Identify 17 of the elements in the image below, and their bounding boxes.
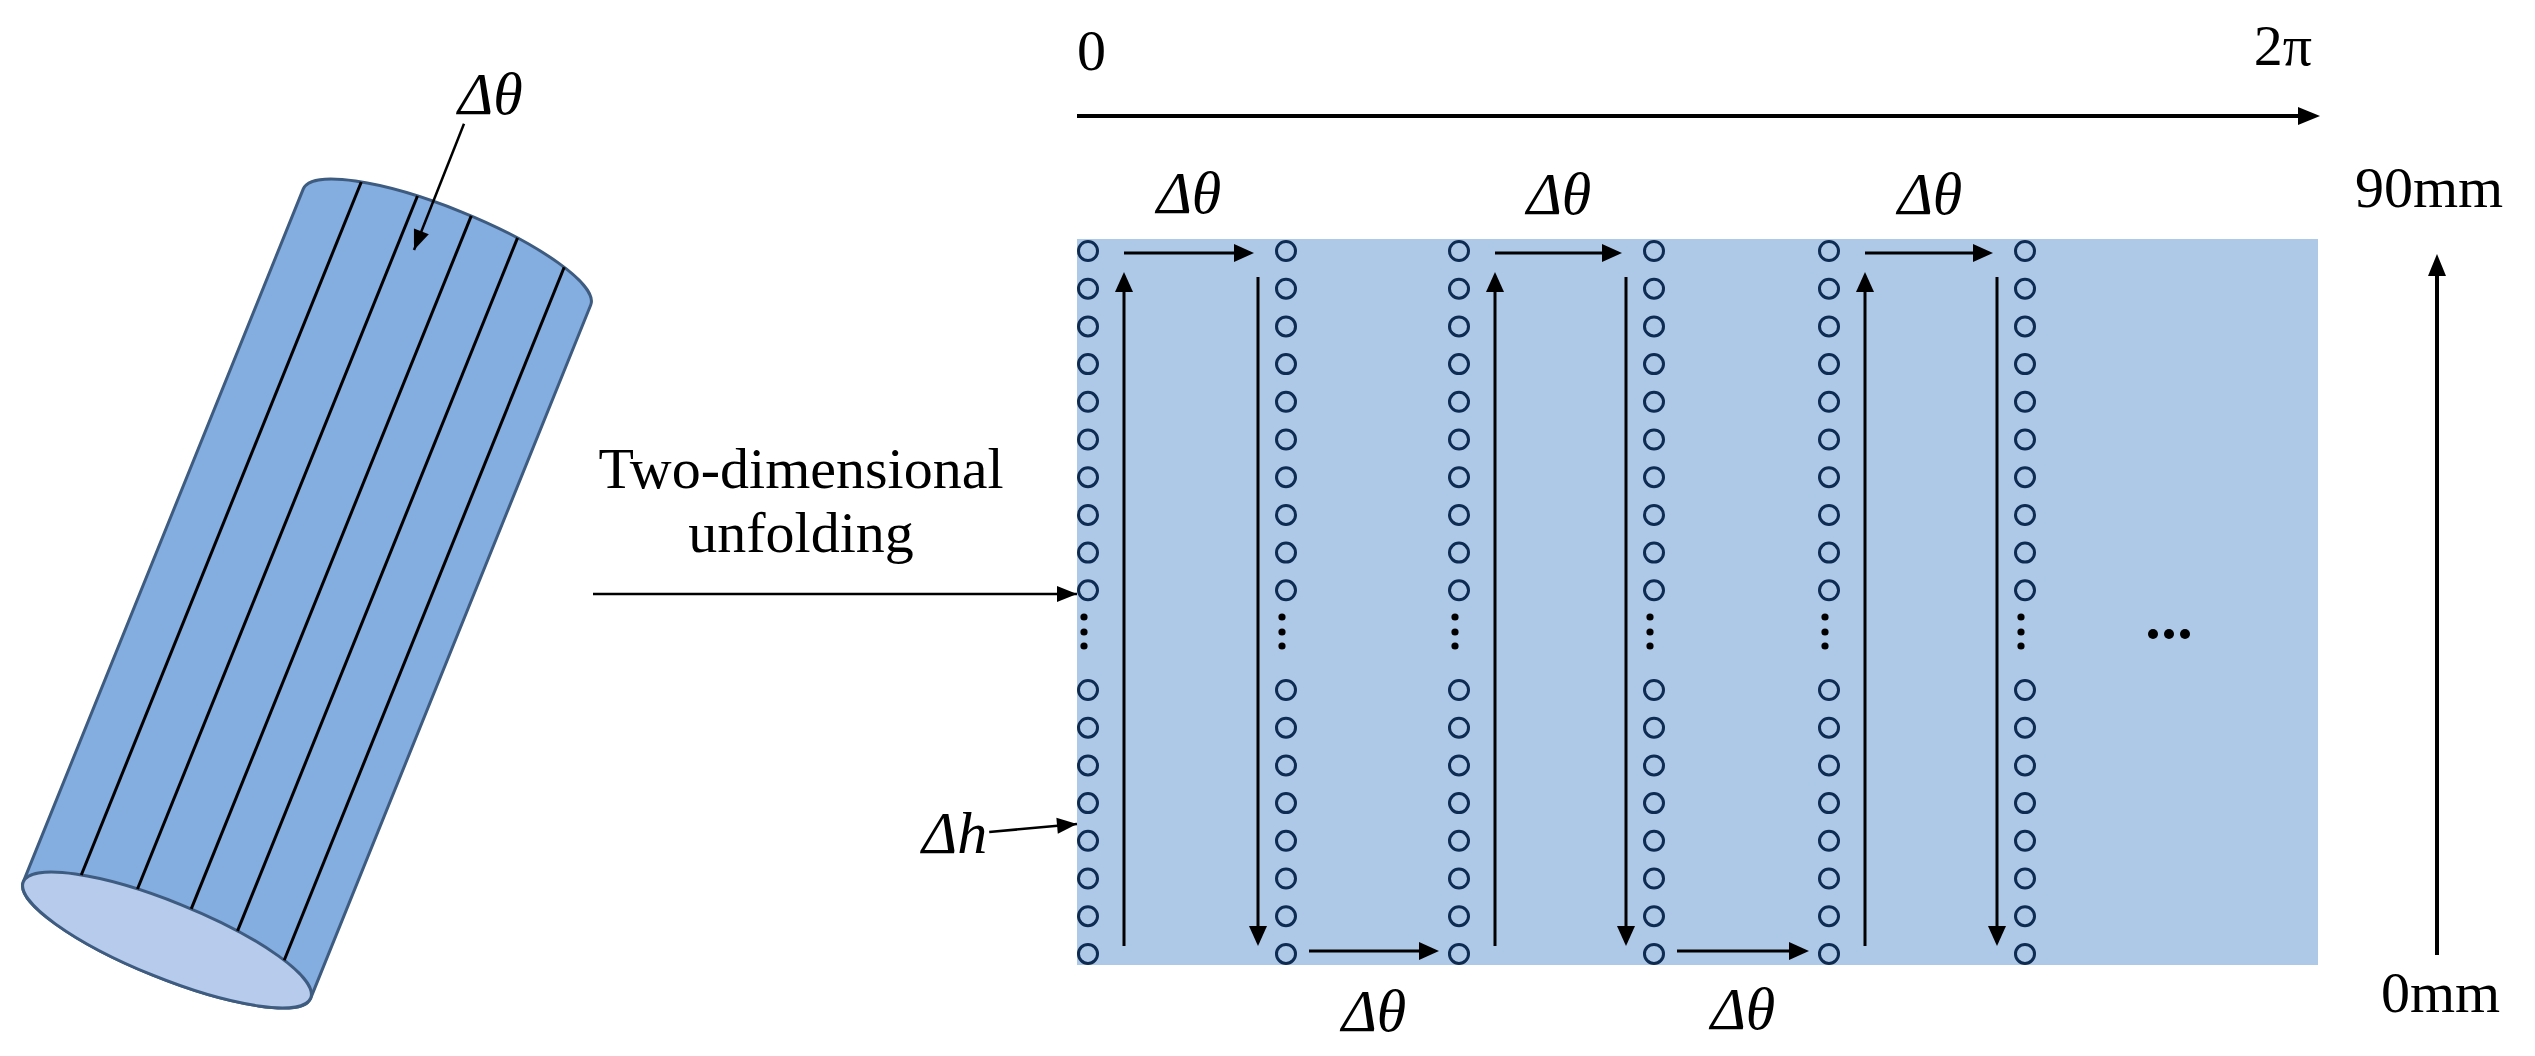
axis-tick-label: 0mm — [2381, 964, 2501, 1023]
step-label: Δθ — [1156, 162, 1222, 223]
axis-tick-label: 0 — [1077, 22, 1106, 81]
step-label: Δθ — [1897, 163, 1963, 224]
axis-tick-label: 2π — [2253, 17, 2312, 76]
axis-tick-label: 90mm — [2355, 159, 2504, 218]
cylinder-illustration — [18, 180, 593, 1008]
height-step-label: Δh — [922, 802, 988, 863]
leader-arrow — [412, 123, 466, 251]
unfolded-surface-panel — [1077, 239, 2318, 965]
step-label: Δθ — [1710, 978, 1776, 1039]
leader-arrow — [989, 817, 1078, 834]
edge-label: Two-dimensional unfolding — [597, 437, 1005, 565]
step-label: Δθ — [1526, 163, 1592, 224]
angle-step-label: Δθ — [458, 63, 523, 124]
step-label: Δθ — [1341, 980, 1407, 1041]
arrow — [593, 586, 1077, 602]
